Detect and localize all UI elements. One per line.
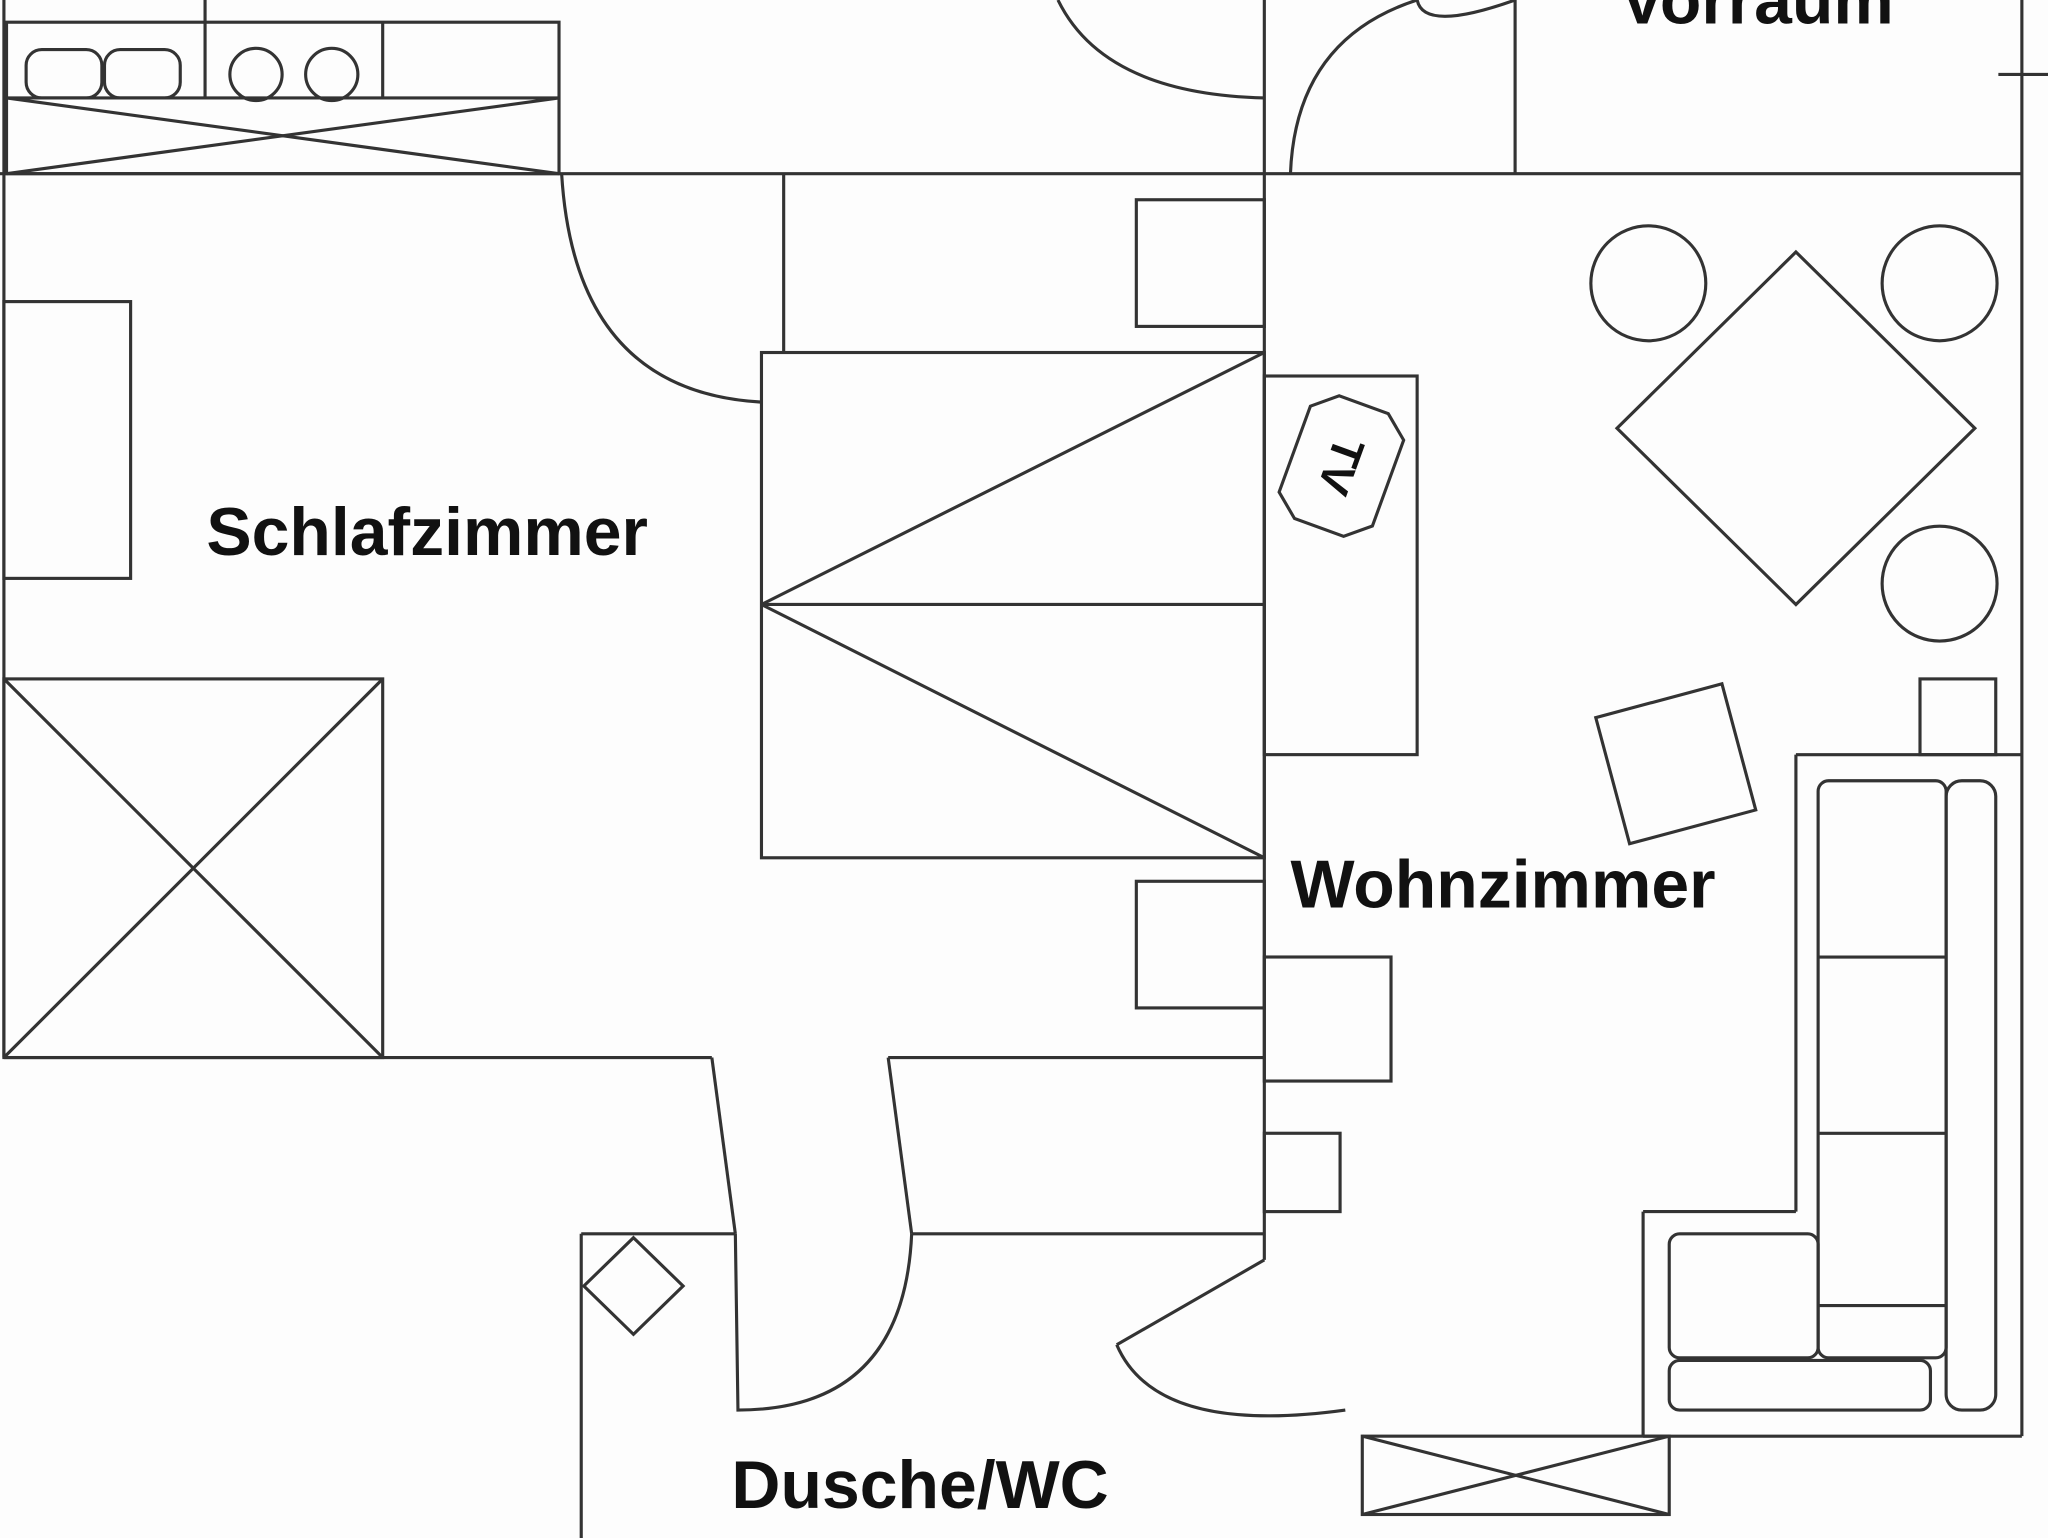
- dining-table: [1614, 249, 1978, 607]
- window-cabinet: [1360, 1434, 1671, 1517]
- tv-cabinet: [1262, 374, 1419, 757]
- chair: [1880, 224, 1999, 343]
- door-swings: [560, 0, 1516, 1418]
- shower-drain-icon: [581, 1235, 686, 1337]
- door-arc-schlafzimmer: [560, 173, 762, 404]
- dresser: [2, 300, 133, 580]
- tv-label: TV: [1307, 431, 1373, 501]
- bedroom-furniture: [2, 198, 1266, 1060]
- door-arc-wohnzimmer: [1115, 1344, 1346, 1418]
- nightstand: [1134, 879, 1266, 1010]
- sink-icon: [24, 48, 104, 100]
- room-label-dusche-wc: Dusche/WC: [731, 1448, 1108, 1523]
- side-table: [1918, 677, 1998, 757]
- kitchen-counter: [4, 0, 561, 176]
- nightstand: [1134, 198, 1266, 328]
- room-label-wohnzimmer: Wohnzimmer: [1290, 847, 1715, 922]
- room-label-schlafzimmer: Schlafzimmer: [206, 495, 648, 570]
- cabinet: [1262, 955, 1393, 1083]
- sofa-armrest: [1944, 779, 1998, 1412]
- door-arc-vorraum: [1288, 0, 1418, 174]
- chair: [1880, 524, 1999, 643]
- stove-burner-icon: [228, 46, 284, 103]
- sofa-cushion: [1816, 779, 1948, 1360]
- living-room-furniture: [1262, 224, 1999, 1517]
- chair: [1589, 224, 1708, 343]
- wardrobe: [2, 677, 385, 1060]
- cabinet: [1262, 1131, 1342, 1214]
- room-label-vorraum: Vorraum: [1620, 0, 1894, 38]
- door-arc-top: [1056, 0, 1265, 100]
- bathroom-fixtures: [581, 1235, 686, 1337]
- armchair: [1593, 681, 1758, 846]
- tv-icon: [1277, 394, 1406, 539]
- door-arc-dusche: [733, 1233, 914, 1412]
